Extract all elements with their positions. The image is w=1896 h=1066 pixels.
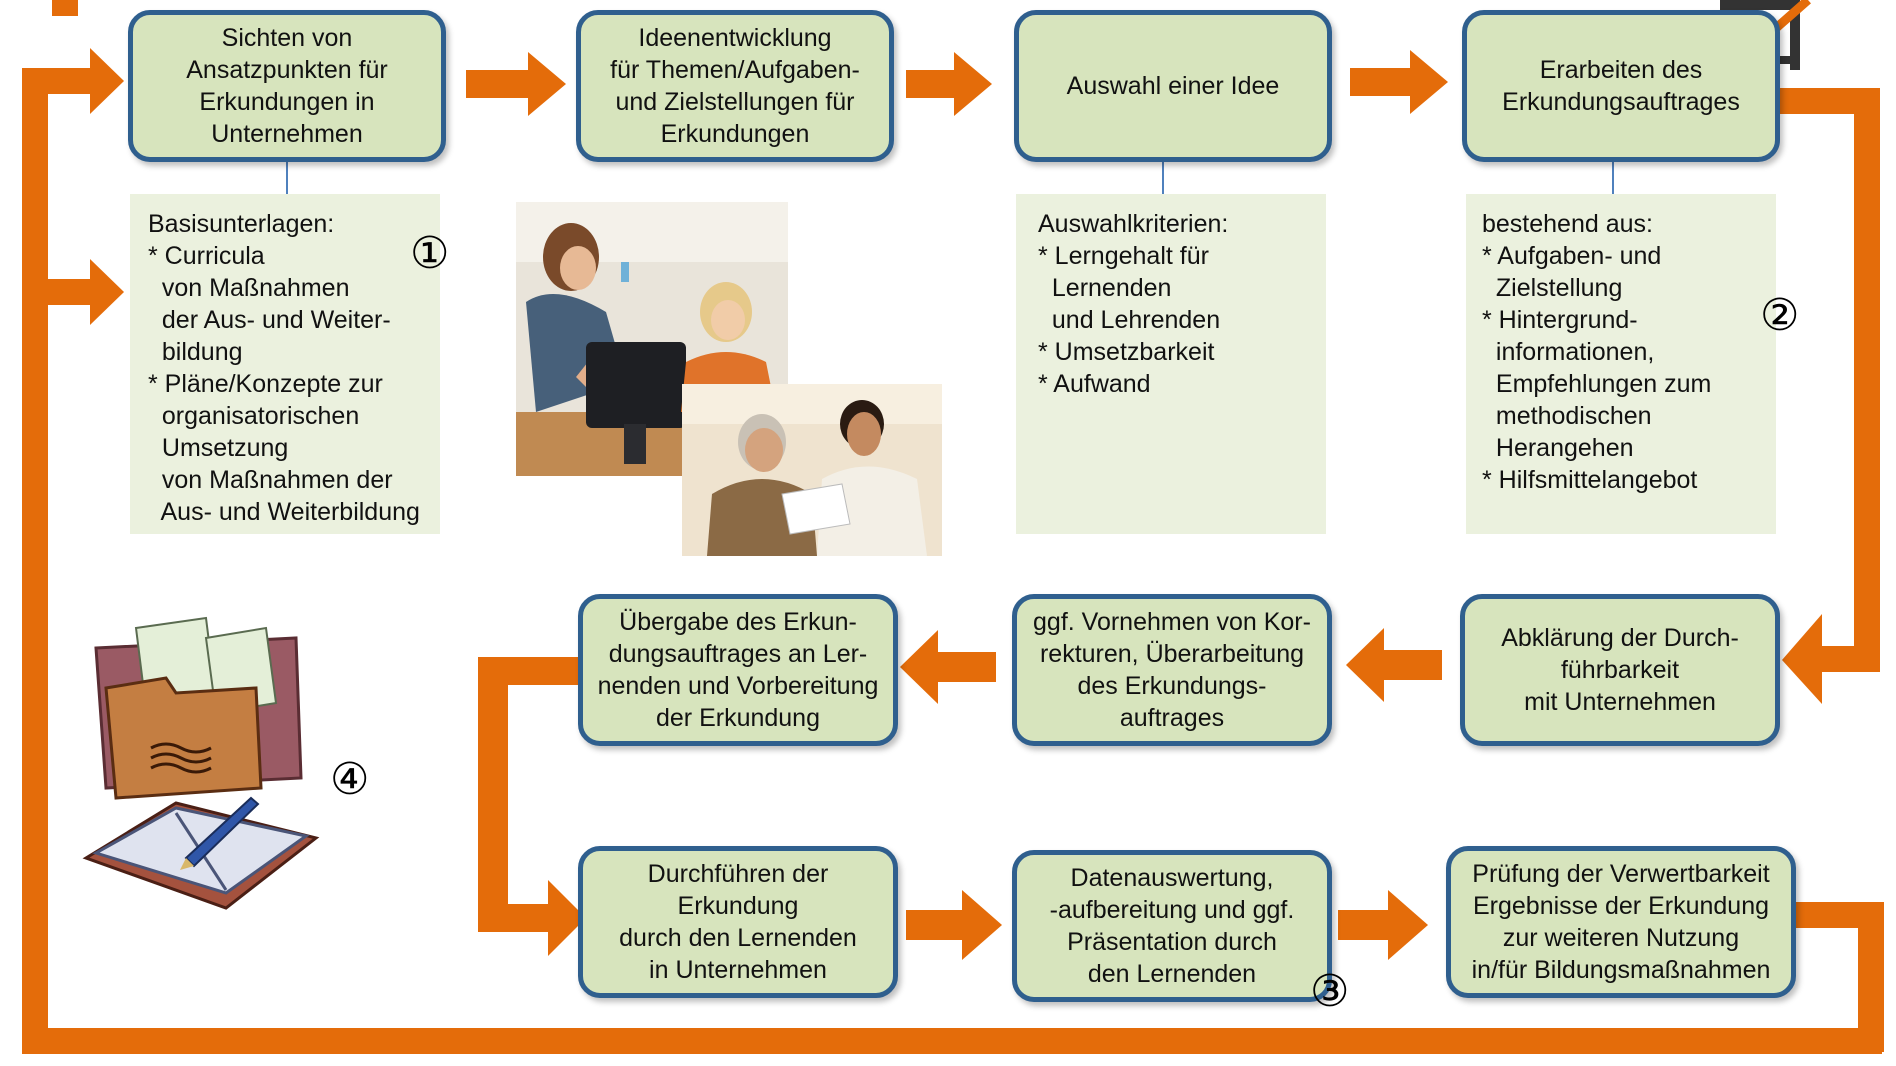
entry-arrow-top-shaft bbox=[22, 68, 92, 94]
men-reviewing-document-photo-icon bbox=[682, 384, 942, 556]
connector-7-8-bottom bbox=[478, 904, 550, 932]
marker-3: ③ bbox=[1310, 967, 1350, 1016]
box-auswahl-text: Auswahl einer Idee bbox=[1066, 72, 1280, 100]
loop-left-vertical bbox=[22, 68, 48, 1040]
folder-and-notebook-clipart-icon bbox=[82, 616, 320, 910]
connector-7-8-head bbox=[548, 880, 586, 956]
note-basisunterlagen: Basisunterlagen: * Curricula von Maßnahm… bbox=[130, 194, 440, 534]
arrow-3-4-shaft bbox=[1350, 68, 1410, 96]
box-abklaerung-text: Abklärung der Durch- führbarkeit mit Unt… bbox=[1501, 624, 1739, 716]
connector-4-5-head bbox=[1782, 614, 1822, 704]
arrow-3-4-head bbox=[1410, 50, 1448, 114]
connector-4-5-bottom bbox=[1818, 646, 1880, 672]
connector-4-5-vertical bbox=[1854, 88, 1880, 672]
box-korrekturen-text: ggf. Vornehmen von Kor- rekturen, Überar… bbox=[1033, 608, 1311, 732]
arrow-5-6-head bbox=[1346, 628, 1384, 702]
arrow-9-10-head bbox=[1388, 890, 1428, 960]
box-ideenentwicklung: Ideenentwicklung für Themen/Aufgaben- un… bbox=[576, 10, 894, 162]
box-durchfuehren: Durchführen der Erkundung durch den Lern… bbox=[578, 846, 898, 998]
corner-mark bbox=[52, 0, 78, 16]
arrow-8-9-shaft bbox=[906, 910, 964, 940]
note-auswahlkriterien-text: Auswahlkriterien: * Lerngehalt für Lerne… bbox=[1038, 210, 1229, 398]
box-uebergabe: Übergabe des Erkun- dungsauftrages an Le… bbox=[578, 594, 898, 746]
note-bestehend: bestehend aus: * Aufgaben- und Zielstell… bbox=[1466, 194, 1776, 534]
box-datenauswertung-text: Datenauswertung, -aufbereitung und ggf. … bbox=[1049, 864, 1295, 988]
arrow-1-2-shaft bbox=[466, 70, 528, 98]
box-datenauswertung: Datenauswertung, -aufbereitung und ggf. … bbox=[1012, 850, 1332, 1002]
box-sichten-text: Sichten von Ansatzpunkten für Erkundunge… bbox=[186, 24, 388, 148]
arrow-2-3-shaft bbox=[906, 70, 954, 98]
marker-1: ① bbox=[410, 229, 450, 278]
box-durchfuehren-text: Durchführen der Erkundung durch den Lern… bbox=[619, 860, 857, 984]
marker-2: ② bbox=[1760, 291, 1800, 340]
arrow-9-10-shaft bbox=[1338, 910, 1390, 940]
box-erarbeiten: Erarbeiten des Erkundungsauftrages bbox=[1462, 10, 1780, 162]
arrow-6-7-shaft bbox=[936, 652, 996, 682]
box-auswahl: Auswahl einer Idee bbox=[1014, 10, 1332, 162]
loop-right-entry bbox=[1792, 902, 1884, 928]
note-auswahlkriterien: Auswahlkriterien: * Lerngehalt für Lerne… bbox=[1016, 194, 1326, 534]
women-at-computer-photo-icon bbox=[516, 202, 788, 476]
note-basisunterlagen-text: Basisunterlagen: * Curricula von Maßnahm… bbox=[148, 210, 420, 526]
entry-arrow-top-head bbox=[90, 48, 124, 114]
marker-4: ④ bbox=[330, 755, 370, 804]
connector-7-8-vertical bbox=[478, 657, 508, 931]
arrow-1-2-head bbox=[528, 52, 566, 116]
loop-bottom-horizontal bbox=[22, 1028, 1882, 1054]
arrow-5-6-shaft bbox=[1382, 650, 1442, 680]
note-bestehend-text: bestehend aus: * Aufgaben- und Zielstell… bbox=[1482, 210, 1712, 494]
box-pruefung-text: Prüfung der Verwertbarkeit Ergebnisse de… bbox=[1471, 860, 1771, 984]
box-erarbeiten-text: Erarbeiten des Erkundungsauftrages bbox=[1502, 56, 1740, 116]
box-ideenentwicklung-text: Ideenentwicklung für Themen/Aufgaben- un… bbox=[610, 24, 860, 148]
arrow-8-9-head bbox=[962, 890, 1002, 960]
box-korrekturen: ggf. Vornehmen von Kor- rekturen, Überar… bbox=[1012, 594, 1332, 746]
box-uebergabe-text: Übergabe des Erkun- dungsauftrages an Le… bbox=[597, 608, 879, 732]
box-pruefung: Prüfung der Verwertbarkeit Ergebnisse de… bbox=[1446, 846, 1796, 998]
entry-arrow-mid-head bbox=[90, 259, 124, 325]
arrow-2-3-head bbox=[954, 52, 992, 116]
box-abklaerung: Abklärung der Durch- führbarkeit mit Unt… bbox=[1460, 594, 1780, 746]
entry-arrow-mid-shaft bbox=[22, 279, 92, 305]
box-sichten: Sichten von Ansatzpunkten für Erkundunge… bbox=[128, 10, 446, 162]
arrow-6-7-head bbox=[900, 630, 938, 704]
